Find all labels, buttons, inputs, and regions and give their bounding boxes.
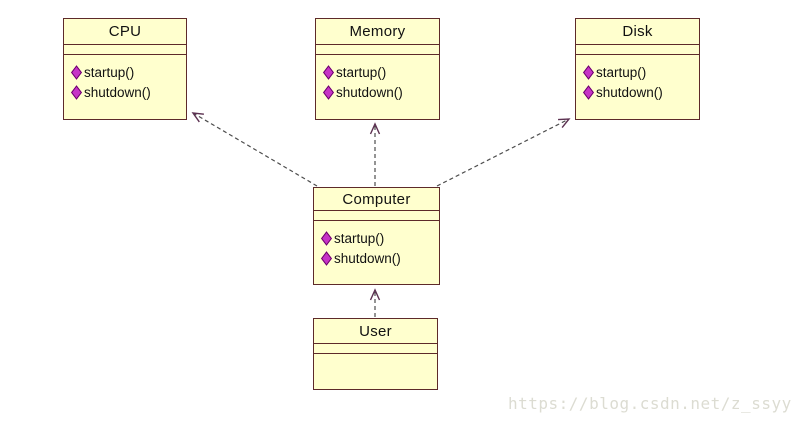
attributes-compartment [314, 344, 437, 354]
method-item: startup() [71, 62, 182, 82]
method-label: startup() [334, 230, 385, 246]
attributes-compartment [576, 45, 699, 55]
dependency-arrow-computer-to-cpu [191, 112, 318, 187]
method-label: startup() [336, 64, 387, 80]
methods-compartment: startup() shutdown() [576, 55, 699, 119]
class-title: User [314, 319, 437, 344]
methods-compartment: startup() shutdown() [316, 55, 439, 119]
methods-compartment: startup() shutdown() [314, 221, 439, 284]
method-item: startup() [321, 228, 435, 248]
class-box-computer[interactable]: Computer startup() shutdown() [313, 187, 440, 285]
method-label: shutdown() [84, 84, 151, 100]
private-method-diamond-icon [323, 64, 334, 80]
method-label: shutdown() [334, 250, 401, 266]
class-title: Computer [314, 188, 439, 211]
method-item: shutdown() [321, 248, 435, 268]
method-item: startup() [583, 62, 695, 82]
private-method-diamond-icon [71, 84, 82, 100]
method-item: startup() [323, 62, 435, 82]
class-title: Memory [316, 19, 439, 45]
private-method-diamond-icon [321, 230, 332, 246]
class-box-cpu[interactable]: CPU startup() shutdown() [63, 18, 187, 120]
csdn-watermark: https://blog.csdn.net/z_ssyy [508, 394, 792, 413]
method-label: shutdown() [596, 84, 663, 100]
class-box-disk[interactable]: Disk startup() shutdown() [575, 18, 700, 120]
method-item: shutdown() [583, 82, 695, 102]
attributes-compartment [64, 45, 186, 55]
dependency-arrow-computer-to-disk [436, 118, 571, 187]
private-method-diamond-icon [583, 84, 594, 100]
class-title: Disk [576, 19, 699, 45]
class-title: CPU [64, 19, 186, 45]
attributes-compartment [314, 211, 439, 221]
private-method-diamond-icon [323, 84, 334, 100]
methods-compartment: startup() shutdown() [64, 55, 186, 119]
method-label: startup() [84, 64, 135, 80]
method-item: shutdown() [71, 82, 182, 102]
method-item: shutdown() [323, 82, 435, 102]
method-label: shutdown() [336, 84, 403, 100]
private-method-diamond-icon [321, 250, 332, 266]
class-box-user[interactable]: User [313, 318, 438, 390]
class-box-memory[interactable]: Memory startup() shutdown() [315, 18, 440, 120]
attributes-compartment [316, 45, 439, 55]
private-method-diamond-icon [71, 64, 82, 80]
private-method-diamond-icon [583, 64, 594, 80]
methods-compartment [314, 354, 437, 389]
method-label: startup() [596, 64, 647, 80]
